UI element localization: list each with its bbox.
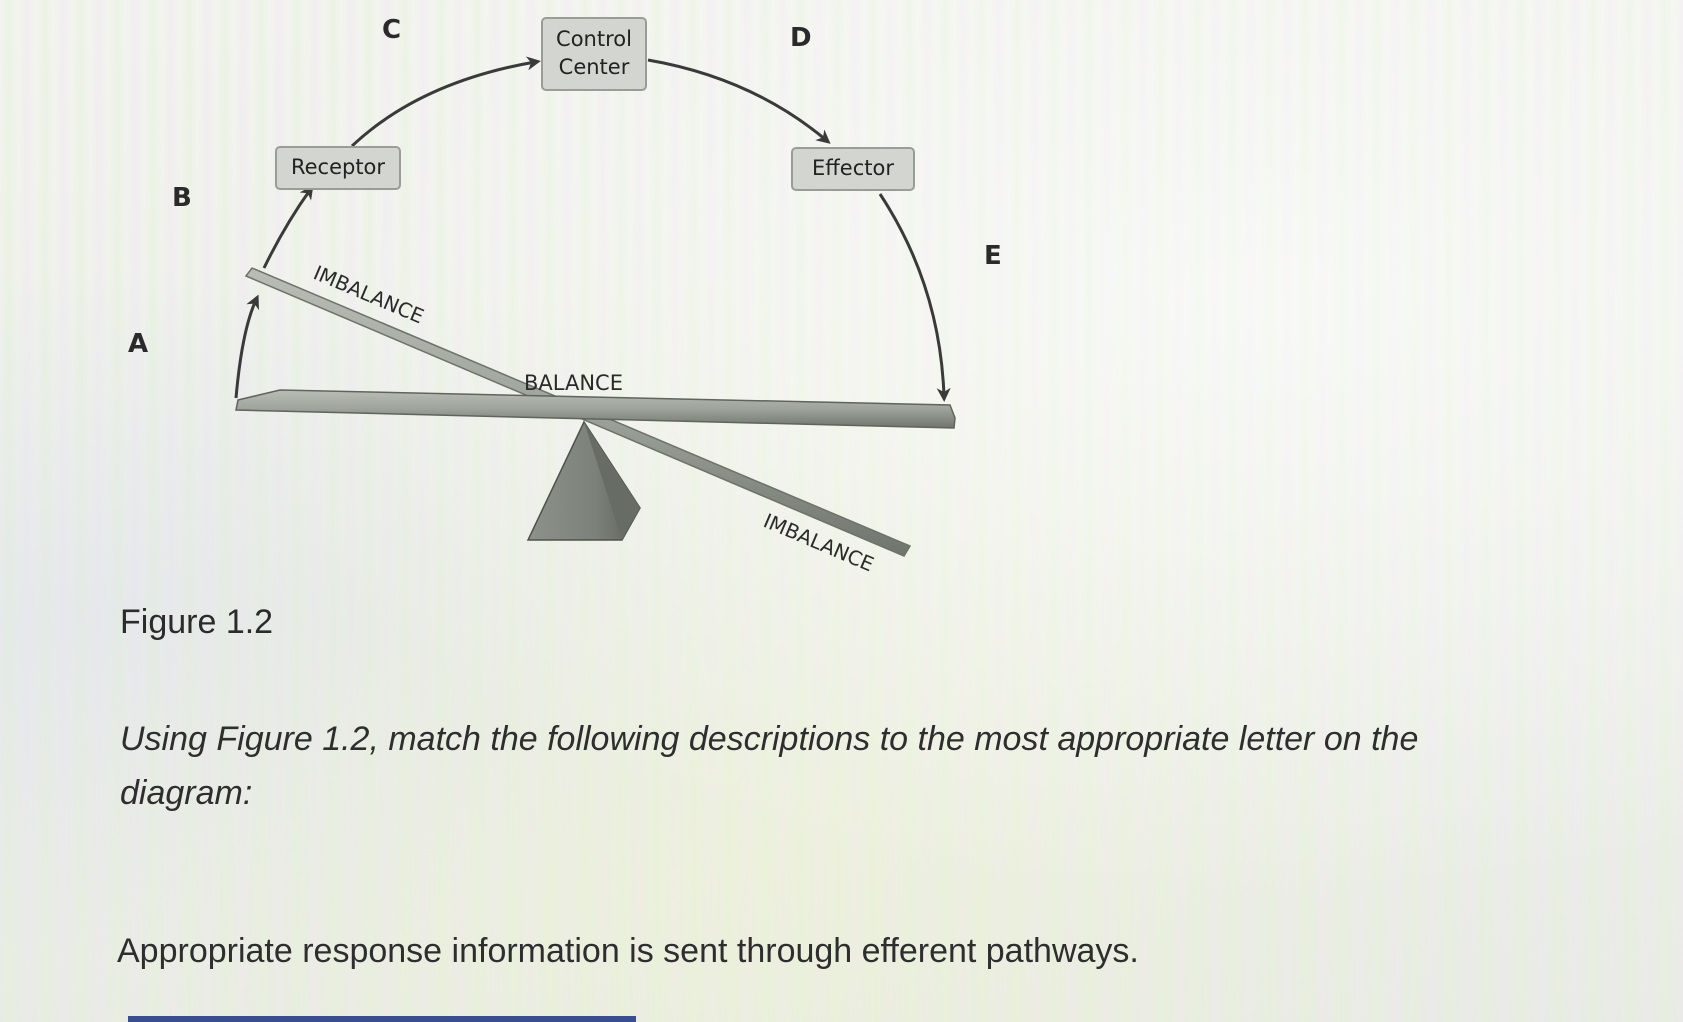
letter-a: A — [128, 329, 148, 359]
balance-label: BALANCE — [524, 371, 623, 395]
receptor-node: Receptor — [275, 146, 401, 190]
letter-b: B — [172, 183, 192, 213]
answer-dropdown[interactable] — [128, 1016, 636, 1022]
effector-node: Effector — [791, 147, 915, 191]
arrow-effector-to-balance — [878, 193, 951, 402]
figure-caption: Figure 1.2 — [120, 603, 274, 641]
letter-d: D — [790, 23, 812, 53]
description-text: Appropriate response information is sent… — [117, 932, 1139, 970]
arrow-stimulus — [234, 294, 259, 399]
arrow-afferent-to-receptor — [262, 185, 314, 269]
arrow-receptor-to-control — [350, 56, 541, 148]
question-prompt: Using Figure 1.2, match the following de… — [120, 720, 1419, 812]
letter-c: C — [382, 15, 401, 45]
level-beam — [235, 389, 956, 429]
control-center-label-line1: Control — [556, 27, 632, 51]
control-center-node: Control Center — [541, 17, 647, 91]
control-center-label-line2: Center — [559, 55, 630, 79]
arrow-control-to-effector — [647, 58, 831, 144]
receptor-label: Receptor — [291, 155, 385, 179]
letter-e: E — [984, 241, 1002, 271]
homeostasis-diagram: Receptor Control Center Effector IMBALAN… — [128, 15, 1002, 576]
effector-label: Effector — [812, 156, 894, 180]
